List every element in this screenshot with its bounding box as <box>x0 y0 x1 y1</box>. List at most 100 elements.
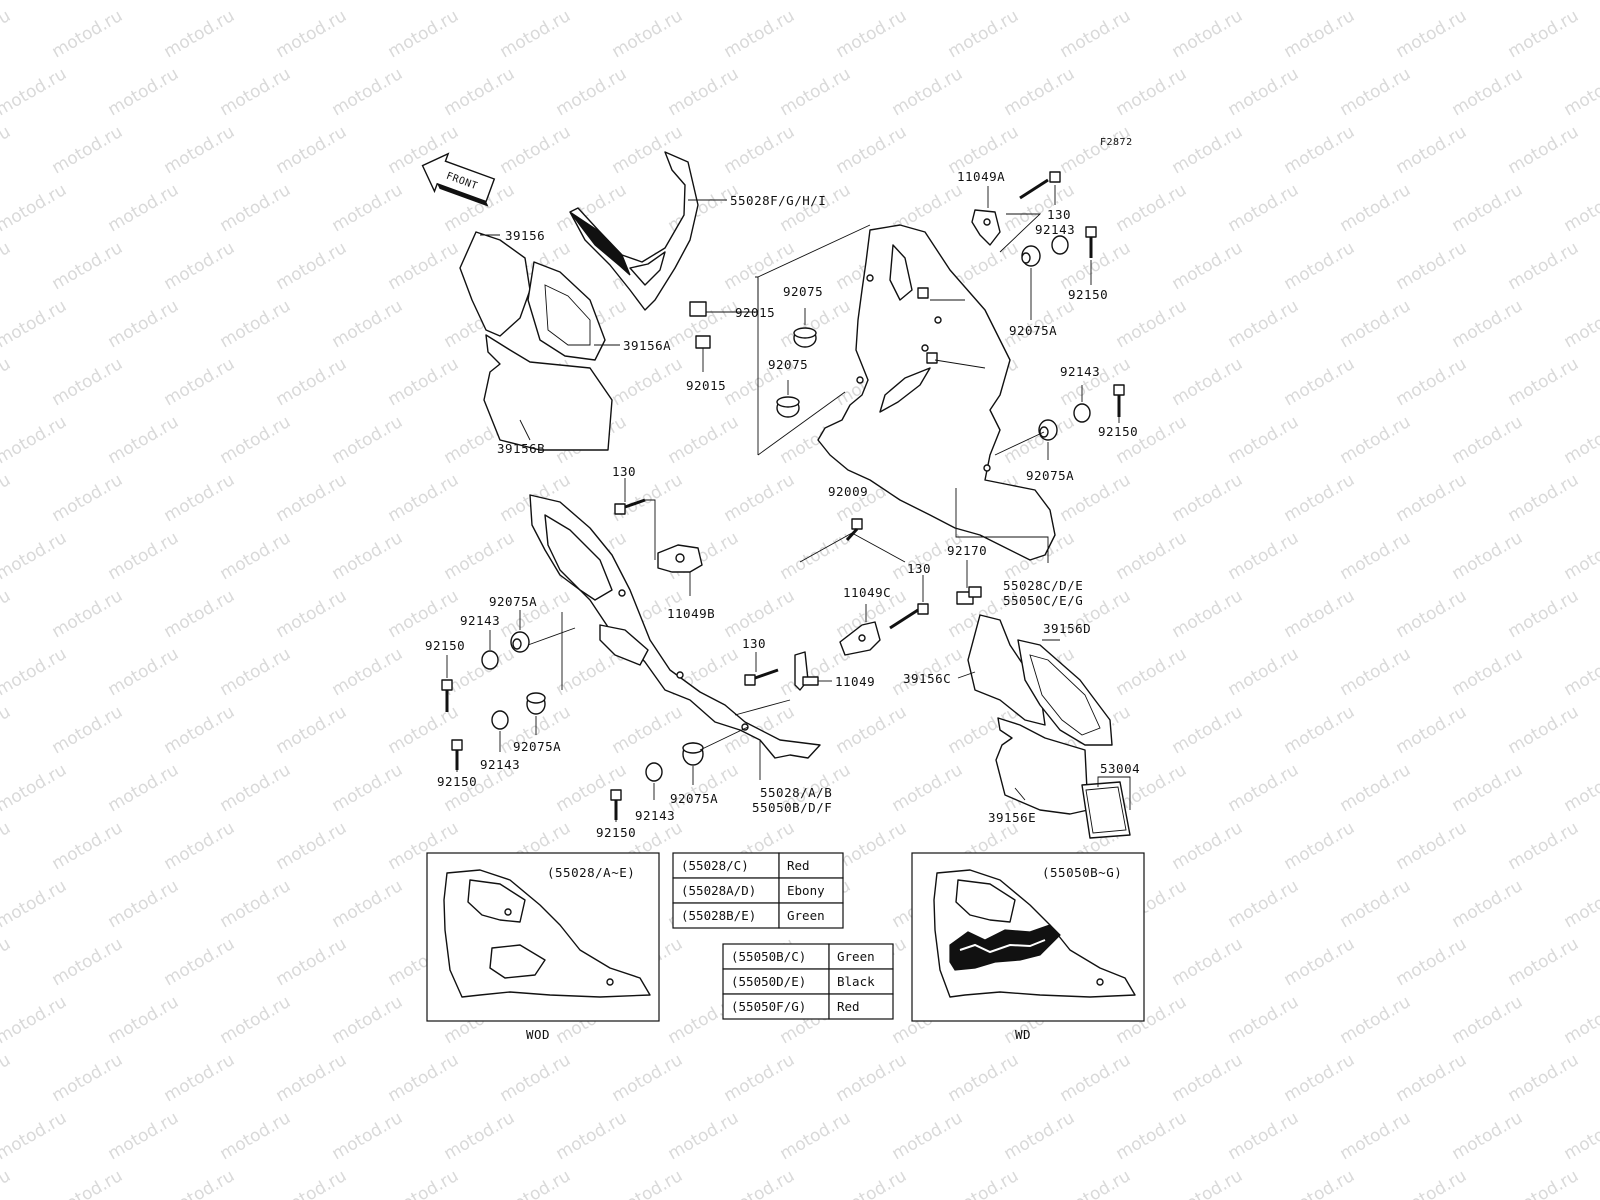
watermark-text: motod.ru <box>49 586 127 642</box>
watermark-text: motod.ru <box>553 0 631 4</box>
watermark-text: motod.ru <box>1001 412 1079 468</box>
screw-92150-top <box>1085 226 1097 258</box>
watermark-text: motod.ru <box>1505 1166 1583 1200</box>
watermark-text: motod.ru <box>833 1166 911 1200</box>
watermark-text: motod.ru <box>0 876 70 932</box>
watermark-text: motod.ru <box>1225 1108 1303 1164</box>
watermark-text: motod.ru <box>0 1108 70 1164</box>
watermark-text: motod.ru <box>1393 6 1471 62</box>
watermark-text: motod.ru <box>441 0 519 4</box>
watermark-text: motod.ru <box>49 354 127 410</box>
watermark-text: motod.ru <box>385 354 463 410</box>
watermark-text: motod.ru <box>161 470 239 526</box>
watermark-text: motod.ru <box>777 528 855 584</box>
watermark-text: motod.ru <box>329 0 407 4</box>
watermark-text: motod.ru <box>385 238 463 294</box>
watermark-text: motod.ru <box>273 818 351 874</box>
watermark-text: motod.ru <box>553 64 631 120</box>
watermark-text: motod.ru <box>1393 934 1471 990</box>
watermark-text: motod.ru <box>1113 180 1191 236</box>
table-color-cell <box>828 993 894 1020</box>
inset-wod-caption: WOD <box>526 1027 550 1042</box>
table-color: Ebony <box>787 883 825 898</box>
watermark-text: motod.ru <box>1057 6 1135 62</box>
watermark-text: motod.ru <box>945 6 1023 62</box>
watermark-text: motod.ru <box>217 0 295 4</box>
watermark-text: motod.ru <box>329 644 407 700</box>
watermark-text: motod.ru <box>609 702 687 758</box>
watermark-text: motod.ru <box>1561 0 1600 4</box>
watermark-text: motod.ru <box>217 412 295 468</box>
watermark-text: motod.ru <box>1393 1166 1471 1200</box>
table-code: (55028A/D) <box>681 883 756 898</box>
callout-92075-2: 92075 <box>768 357 808 372</box>
watermark-text: motod.ru <box>105 180 183 236</box>
watermark-text: motod.ru <box>1281 6 1359 62</box>
watermark-text: motod.ru <box>889 760 967 816</box>
callout-130-lower: 130 <box>742 636 766 651</box>
watermark-text: motod.ru <box>1449 644 1527 700</box>
color-table-55028: (55028/C)Red(55028A/D)Ebony(55028B/E)Gre… <box>672 852 844 929</box>
watermark-text: motod.ru <box>217 296 295 352</box>
callout-39156d: 39156D <box>1043 621 1091 636</box>
watermark-text: motod.ru <box>1169 934 1247 990</box>
watermark-text: motod.ru <box>105 528 183 584</box>
callout-92143-l1: 92143 <box>460 613 500 628</box>
watermark-text: motod.ru <box>833 702 911 758</box>
watermark-text: motod.ru <box>217 644 295 700</box>
watermark-text: motod.ru <box>217 1108 295 1164</box>
watermark-text: motod.ru <box>161 818 239 874</box>
callout-55050bdf: 55050B/D/F <box>752 800 832 815</box>
watermark-text: motod.ru <box>0 412 70 468</box>
bracket-11049a <box>971 209 1001 246</box>
watermark-text: motod.ru <box>1393 818 1471 874</box>
watermark-text: motod.ru <box>0 180 70 236</box>
watermark-text: motod.ru <box>1393 354 1471 410</box>
watermark-text: motod.ru <box>0 6 14 62</box>
callout-11049b: 11049B <box>667 606 715 621</box>
watermark-text: motod.ru <box>1505 238 1583 294</box>
watermark-text: motod.ru <box>1393 702 1471 758</box>
bracket-11049b <box>657 544 703 573</box>
watermark-text: motod.ru <box>217 876 295 932</box>
watermark-text: motod.ru <box>1449 64 1527 120</box>
watermark-text: motod.ru <box>1169 238 1247 294</box>
table-color-cell <box>778 877 844 904</box>
bracket-11049 <box>794 651 819 691</box>
watermark-text: motod.ru <box>1561 1108 1600 1164</box>
clip-92015-top <box>689 301 707 317</box>
grommet-92143-b <box>645 762 663 782</box>
callout-92015-top: 92015 <box>735 305 775 320</box>
watermark-text: motod.ru <box>1505 6 1583 62</box>
watermark-text: motod.ru <box>833 818 911 874</box>
watermark-text: motod.ru <box>721 1166 799 1200</box>
screw-92150-mid <box>1113 384 1125 417</box>
watermark-text: motod.ru <box>49 122 127 178</box>
bolt-130-lower <box>744 668 779 686</box>
watermark-text: motod.ru <box>1169 470 1247 526</box>
watermark-text: motod.ru <box>497 6 575 62</box>
watermark-text: motod.ru <box>217 992 295 1048</box>
callout-92075a-top: 92075A <box>1009 323 1057 338</box>
watermark-text: motod.ru <box>273 238 351 294</box>
watermark-text: motod.ru <box>1337 760 1415 816</box>
watermark-text: motod.ru <box>1225 0 1303 4</box>
watermark-text: motod.ru <box>49 470 127 526</box>
watermark-text: motod.ru <box>273 122 351 178</box>
watermark-text: motod.ru <box>721 470 799 526</box>
watermark-text: motod.ru <box>1281 818 1359 874</box>
callout-53004: 53004 <box>1100 761 1140 776</box>
watermark-text: motod.ru <box>1337 296 1415 352</box>
table-code-cell <box>722 943 830 970</box>
callout-92075a-l1: 92075A <box>489 594 537 609</box>
table-color: Green <box>787 908 825 923</box>
watermark-text: motod.ru <box>0 528 70 584</box>
watermark-text: motod.ru <box>1393 238 1471 294</box>
watermark-text: motod.ru <box>161 6 239 62</box>
grommet-92075-2 <box>776 396 800 418</box>
inset-wod-range: (55028/A~E) <box>547 865 635 880</box>
inset-wd-range: (55050B~G) <box>1042 865 1122 880</box>
callout-92143-mid: 92143 <box>1060 364 1100 379</box>
watermark-text: motod.ru <box>329 528 407 584</box>
